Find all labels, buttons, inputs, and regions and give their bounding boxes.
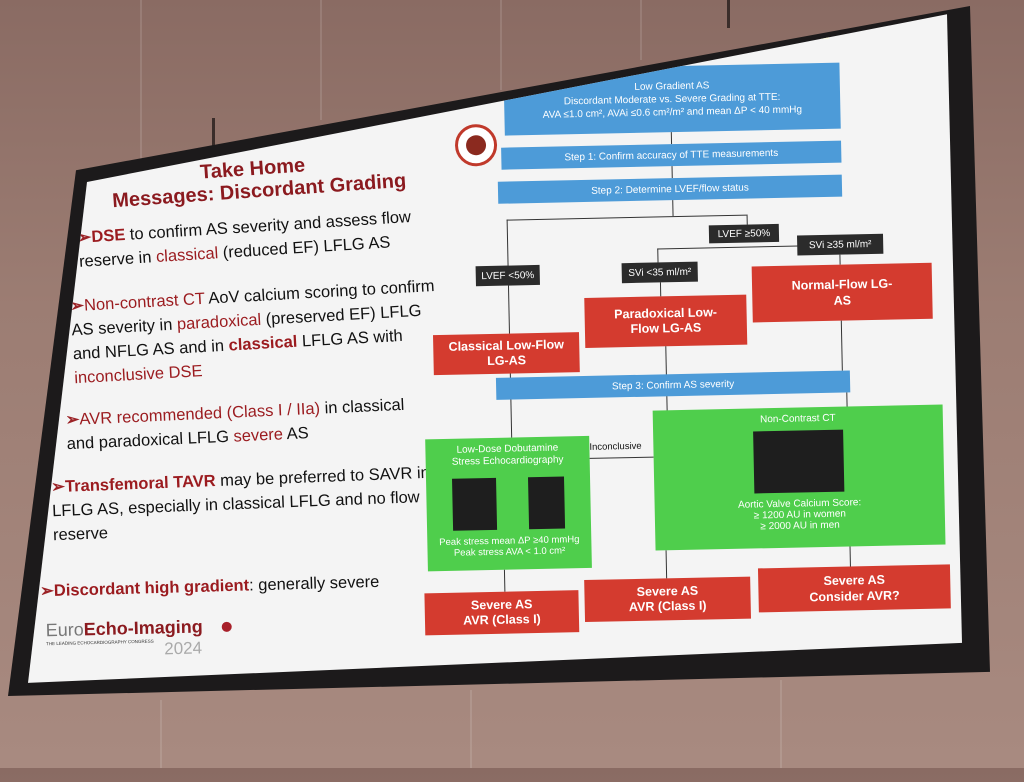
ct-title: Non-Contrast CT: [759, 412, 836, 426]
ceiling-hook: [212, 118, 215, 146]
connector: [506, 219, 509, 266]
inconclusive-label: Inconclusive: [589, 440, 642, 453]
normal-flow-box: Normal-Flow LG-AS: [751, 262, 933, 323]
connector: [506, 214, 747, 221]
lvef-lt-label: LVEF <50%: [475, 264, 540, 287]
wall-seam: [640, 0, 642, 60]
connector: [672, 200, 674, 217]
ct-scan-image: [753, 429, 845, 494]
step3-box: Step 3: Confirm AS severity: [495, 370, 851, 400]
flow-top-box: Low Gradient AS Discordant Moderate vs. …: [503, 62, 841, 136]
svi-lt-label: SVi <35 ml/m²: [621, 261, 698, 284]
connector: [659, 282, 662, 297]
wall-seam: [160, 700, 162, 768]
connector: [840, 320, 843, 371]
connector: [846, 392, 848, 407]
step2-box: Step 2: Determine LVEF/flow status: [497, 174, 843, 204]
wall-seam: [780, 680, 782, 768]
outcome-severe-avr-1: Severe AS AVR (Class I): [424, 590, 580, 636]
connector: [746, 214, 748, 225]
dse-title: Low-Dose Dobutamine Stress Echocardiogra…: [451, 442, 564, 468]
dse-box: Low-Dose Dobutamine Stress Echocardiogra…: [425, 435, 592, 572]
valve-logo-icon: [454, 123, 498, 167]
connector: [671, 166, 673, 179]
wall-seam: [140, 0, 142, 170]
wall-seam: [500, 0, 502, 90]
connector: [503, 569, 506, 592]
lvef-ge-label: LVEF ≥50%: [708, 223, 780, 244]
ct-box: Non-Contrast CT Aortic Valve Calcium Sco…: [652, 404, 946, 551]
wall-seam: [470, 690, 472, 768]
connector: [510, 399, 513, 438]
connector: [839, 254, 841, 265]
connector: [665, 550, 668, 579]
classical-lowflow-box: Classical Low-Flow LG-AS: [433, 332, 580, 376]
wall-seam: [320, 0, 322, 120]
connector: [849, 546, 851, 567]
connector: [657, 248, 659, 263]
connector: [670, 132, 673, 145]
connector: [507, 285, 510, 334]
svi-ge-label: SVi ≥35 ml/m²: [796, 233, 884, 256]
outcome-consider-avr: Severe AS Consider AVR?: [757, 564, 951, 613]
inconclusive-arrow: [589, 456, 654, 459]
ceiling-hook: [727, 0, 730, 28]
doppler-image-1: [452, 477, 498, 531]
paradoxical-lowflow-box: Paradoxical Low-Flow LG-AS: [584, 294, 748, 348]
projection-screen: Take Home Messages: Discordant Grading ➢…: [28, 14, 963, 683]
outcome-severe-avr-2: Severe AS AVR (Class I): [584, 576, 752, 623]
doppler-image-2: [528, 476, 566, 530]
